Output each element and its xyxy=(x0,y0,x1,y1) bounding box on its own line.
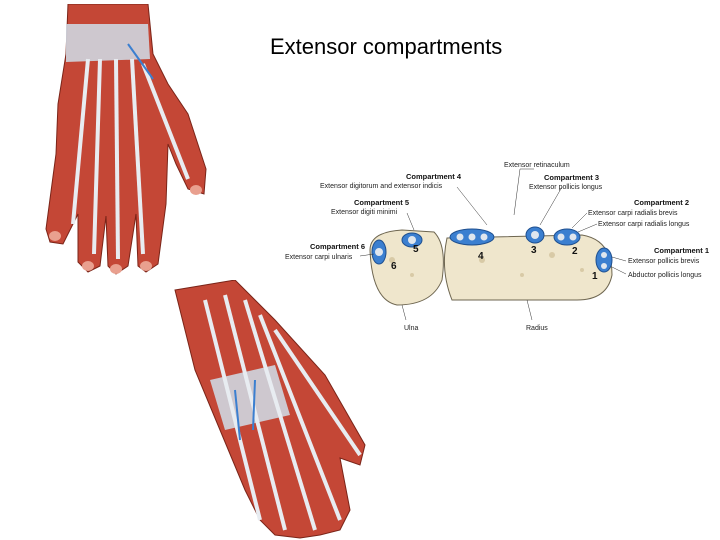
compartment-number-3: 3 xyxy=(531,245,537,256)
compartment-2-header: Compartment 2 xyxy=(634,198,689,207)
extensor-retinaculum-label: Extensor retinaculum xyxy=(504,162,570,169)
retinaculum-band xyxy=(66,24,150,62)
extensor-tendons xyxy=(71,58,190,260)
bone-cross-section xyxy=(369,229,613,306)
compartment-number-5: 5 xyxy=(413,244,419,255)
fingernails xyxy=(49,185,202,274)
dorsal-hand-illustration xyxy=(45,4,207,275)
extensor-digiti-minimi-label: Extensor digiti minimi xyxy=(331,209,398,216)
cross-section-diagram: Extensor retinaculum Compartment 4 Exten… xyxy=(285,162,709,332)
extensor-carpi-radialis-longus-label: Extensor carpi radialis longus xyxy=(598,221,690,228)
extensor-carpi-ulnaris-label: Extensor carpi ulnaris xyxy=(285,254,353,261)
tendons xyxy=(375,231,607,269)
extensor-carpi-radialis-brevis-label: Extensor carpi radialis brevis xyxy=(588,210,678,217)
forearm-wrist-illustration xyxy=(174,280,366,539)
compartment-number-4: 4 xyxy=(478,251,484,262)
extensor-pollicis-longus-label: Extensor pollicis longus xyxy=(529,184,603,191)
compartment-6-header: Compartment 6 xyxy=(310,242,365,251)
compartment-4-header: Compartment 4 xyxy=(406,172,462,181)
slide-title: Extensor compartments xyxy=(270,34,503,59)
compartment-number-2: 2 xyxy=(572,246,578,257)
ulna-shape xyxy=(369,229,444,306)
forearm-tendons xyxy=(203,294,362,531)
leader-lines xyxy=(359,168,627,321)
compartment-1-header: Compartment 1 xyxy=(654,246,709,255)
abductor-pollicis-longus-label: Abductor pollicis longus xyxy=(628,272,702,279)
forearm-vessels xyxy=(234,379,256,441)
radius-shape xyxy=(443,234,613,301)
compartment-number-1: 1 xyxy=(592,271,598,282)
compartment-5-header: Compartment 5 xyxy=(354,198,409,207)
compartment-number-6: 6 xyxy=(391,261,397,272)
radius-label: Radius xyxy=(526,325,548,332)
ulna-label: Ulna xyxy=(404,325,419,332)
extensor-digitorum-indicis-label: Extensor digitorum and extensor indicis xyxy=(320,183,443,190)
extensor-pollicis-brevis-label: Extensor pollicis brevis xyxy=(628,258,700,265)
compartment-3-header: Compartment 3 xyxy=(544,173,599,182)
